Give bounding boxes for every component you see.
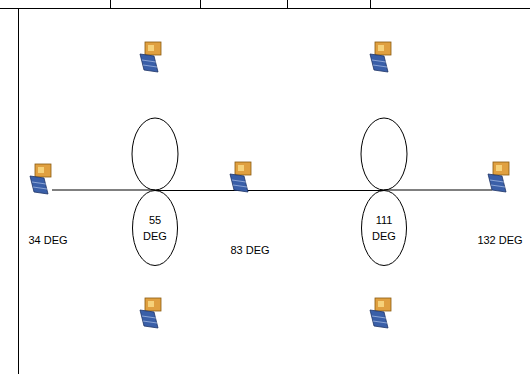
satellite-icon <box>488 162 509 192</box>
ellipse-path <box>362 191 407 266</box>
ellipse-path <box>133 191 178 266</box>
satellite-body <box>493 162 509 175</box>
panel-grid <box>142 316 157 323</box>
satellite-body <box>145 42 161 55</box>
satellite-highlight <box>496 165 502 171</box>
orbit-lines <box>52 118 492 190</box>
satellite-icon <box>230 162 251 192</box>
satellite-icon <box>370 42 391 72</box>
solar-panel <box>488 174 506 192</box>
satellite-highlight <box>378 45 384 51</box>
position-label: 34 DEG <box>28 234 67 247</box>
panel-grid <box>372 60 387 67</box>
panel-grid <box>232 180 247 187</box>
satellite-icon <box>30 164 51 194</box>
satellite-highlight <box>148 301 154 307</box>
degree-label: 111 DEG <box>369 212 399 244</box>
satellite-body <box>35 164 51 177</box>
panel-grid <box>490 180 505 187</box>
orbit-ellipse: 55 DEG <box>132 190 178 266</box>
satellite-highlight <box>378 301 384 307</box>
position-label: 83 DEG <box>230 244 269 257</box>
solar-panel <box>30 176 48 194</box>
satellite-body <box>375 42 391 55</box>
orbit-line <box>155 190 384 191</box>
satellite-body <box>145 298 161 311</box>
satellite-body <box>375 298 391 311</box>
satellite-highlight <box>38 167 44 173</box>
satellite-highlight <box>238 165 244 171</box>
satellite-icon <box>370 298 391 328</box>
solar-panel <box>370 54 388 72</box>
panel-grid <box>32 182 47 189</box>
satellite-icon <box>140 42 161 72</box>
degree-label: 55 DEG <box>140 212 170 244</box>
panel-grid <box>142 60 157 67</box>
position-label: 132 DEG <box>477 234 522 247</box>
solar-panel <box>370 310 388 328</box>
ellipse-outline <box>132 190 178 266</box>
solar-panel <box>140 54 158 72</box>
solar-panel <box>230 174 248 192</box>
satellite-icons <box>30 42 509 328</box>
satellite-icon <box>140 298 161 328</box>
orbit-ellipse: 111 DEG <box>361 190 407 266</box>
panel-grid <box>372 316 387 323</box>
solar-panel <box>140 310 158 328</box>
satellite-body <box>235 162 251 175</box>
ellipse-outline <box>361 190 407 266</box>
satellite-highlight <box>148 45 154 51</box>
